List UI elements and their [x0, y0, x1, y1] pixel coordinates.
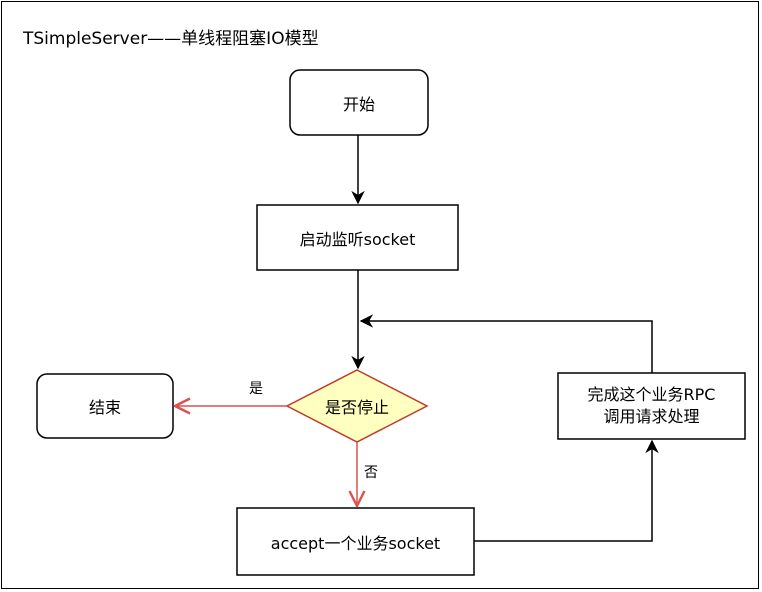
accept-node: [236, 507, 475, 576]
edge-yes-label: 是: [249, 381, 263, 397]
end-node: [36, 373, 174, 439]
diagram-title: TSimpleServer——单线程阻塞IO模型: [23, 29, 319, 49]
edge-accept-to-process: [474, 439, 659, 542]
start-node: [289, 69, 429, 136]
edge-process-loop-back: [359, 314, 653, 373]
decision-label: 是否停止: [324, 398, 389, 417]
listen-label: 启动监听socket: [299, 229, 416, 249]
start-label: 开始: [342, 94, 375, 114]
process-label-line1: 完成这个业务RPC: [587, 385, 716, 404]
process-label: 完成这个业务RPC 调用请求处理: [558, 373, 745, 439]
edge-no-label: 否: [364, 465, 378, 481]
process-node: [557, 372, 746, 440]
end-label: 结束: [88, 398, 121, 417]
accept-label: accept一个业务socket: [270, 533, 441, 553]
process-label-line2: 调用请求处理: [603, 407, 700, 426]
